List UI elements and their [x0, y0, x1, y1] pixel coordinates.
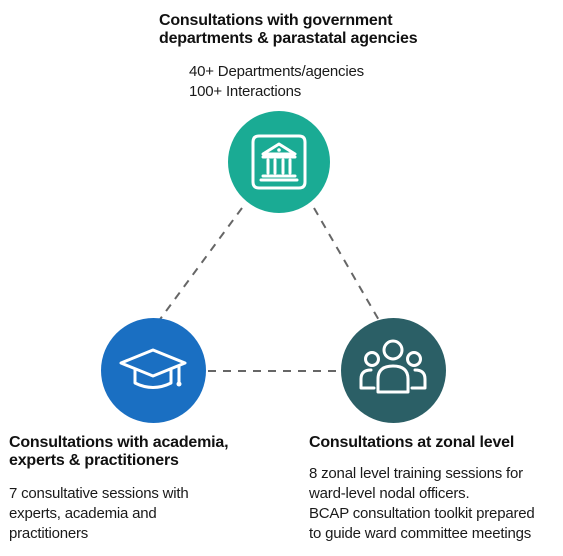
zonal-detail-line1: 8 zonal level training sessions for — [309, 465, 523, 482]
academia-detail-line2: experts, academia and — [9, 505, 157, 522]
government-detail-line2: 100+ Interactions — [189, 83, 302, 100]
zonal-title-line1: Consultations at zonal level — [309, 434, 515, 451]
government-details: 40+ Departments/agencies 100+ Interactio… — [189, 62, 364, 102]
academia-node-circle — [101, 318, 206, 423]
academia-details: 7 consultative sessions with experts, ac… — [9, 484, 189, 544]
zonal-detail-line4: to guide ward committee meetings — [309, 525, 532, 542]
graduation-cap-icon — [119, 348, 187, 389]
government-node-circle — [228, 111, 330, 213]
zonal-details: 8 zonal level training sessions for ward… — [309, 464, 535, 544]
government-building-icon — [251, 134, 307, 190]
government-title-line2: departments & parastatal agencies — [159, 30, 418, 47]
zonal-title: Consultations at zonal level — [309, 434, 514, 452]
zonal-node-circle — [341, 318, 446, 423]
people-group-icon — [359, 339, 427, 394]
academia-title-line2: experts & practitioners — [9, 452, 179, 469]
government-detail-line1: 40+ Departments/agencies — [189, 63, 364, 80]
zonal-detail-line2: ward-level nodal officers. — [309, 485, 470, 502]
connector-gov-zonal — [313, 207, 381, 323]
zonal-detail-line3: BCAP consultation toolkit prepared — [309, 505, 535, 522]
academia-detail-line3: practitioners — [9, 525, 89, 542]
government-title-line1: Consultations with government — [159, 12, 393, 29]
connector-gov-academia — [157, 207, 243, 323]
government-title: Consultations with government department… — [159, 12, 418, 48]
academia-title-line1: Consultations with academia, — [9, 434, 229, 451]
academia-title: Consultations with academia, experts & p… — [9, 434, 229, 470]
academia-detail-line1: 7 consultative sessions with — [9, 485, 189, 502]
